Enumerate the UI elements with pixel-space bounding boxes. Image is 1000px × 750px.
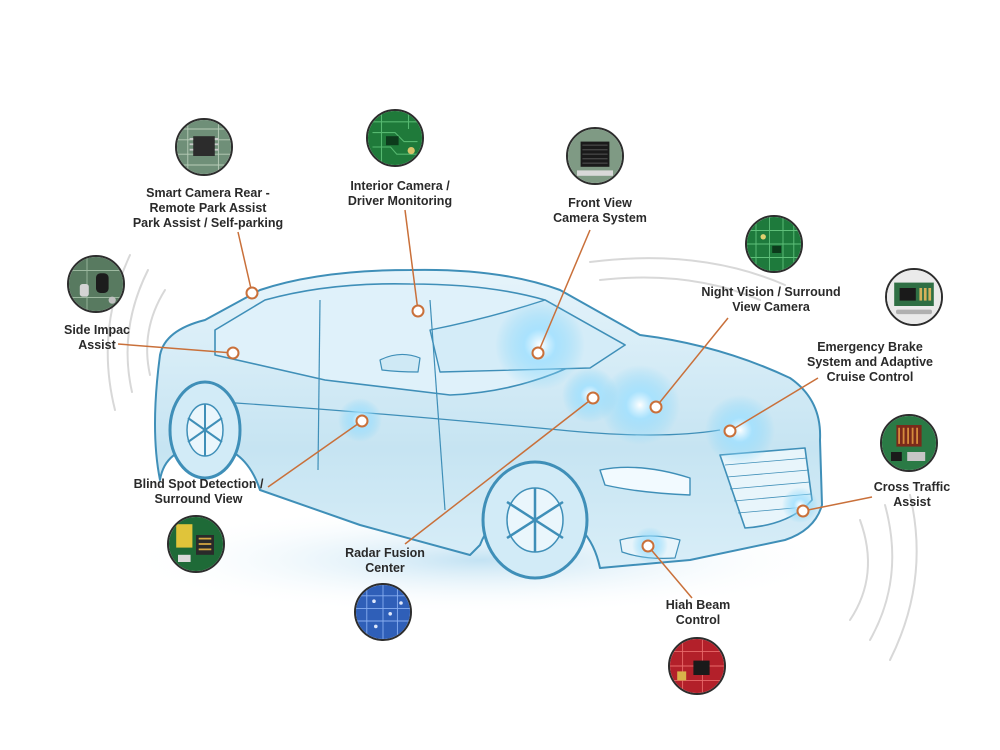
callout-dot-emergency-brake	[723, 424, 737, 438]
callout-line-blind-spot	[267, 420, 363, 488]
car-door-line-2	[429, 299, 446, 511]
red-pcb-board-icon	[668, 637, 726, 695]
car-door-line	[317, 299, 321, 471]
callout-dot-blind-spot	[355, 414, 369, 428]
rear-wheel	[168, 380, 242, 480]
callout-line-interior-camera	[404, 209, 419, 312]
callout-dot-night-vision	[649, 400, 663, 414]
callout-dot-front-view-camera	[531, 346, 545, 360]
callout-line-side-impact	[117, 343, 234, 354]
callout-dot-radar-fusion	[586, 391, 600, 405]
callout-dot-cross-traffic	[796, 504, 810, 518]
callout-dot-high-beam	[641, 539, 655, 553]
callout-line-radar-fusion	[404, 397, 594, 545]
car-mirror	[379, 353, 421, 373]
front-wheel	[481, 460, 589, 580]
label-interior-camera: Interior Camera /Driver Monitoring	[347, 179, 453, 208]
callout-line-front-view-camera	[537, 229, 591, 354]
pcb-inductor-icon	[167, 515, 225, 573]
callout-lines	[117, 209, 873, 599]
green-pcb-board-icon	[366, 109, 424, 167]
callout-line-cross-traffic	[802, 496, 873, 512]
callout-dot-smart-camera-rear	[245, 286, 259, 300]
black-heatsink-chip-icon	[566, 127, 624, 185]
pcb-capacitor-icon	[67, 255, 125, 313]
callout-line-high-beam	[647, 545, 693, 599]
pcb-connector-icon	[885, 268, 943, 326]
callout-dot-side-impact	[226, 346, 240, 360]
green-pcb-chip-icon	[175, 118, 233, 176]
label-blind-spot: Blind Spot Detection /Surround View	[133, 477, 264, 506]
callout-dot-interior-camera	[411, 304, 425, 318]
green-pcb-board-icon	[745, 215, 803, 273]
callout-line-night-vision	[655, 317, 729, 408]
blue-pcb-board-icon	[354, 583, 412, 641]
sensor-glows	[338, 300, 818, 563]
callout-line-emergency-brake	[729, 377, 819, 432]
car-headlight	[599, 466, 691, 496]
pcb-coil-icon	[880, 414, 938, 472]
callout-line-smart-camera-rear	[237, 231, 253, 294]
